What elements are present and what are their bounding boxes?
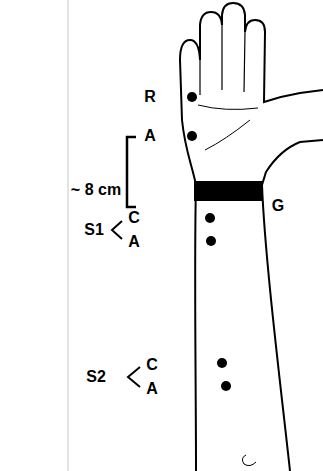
margin-line (68, 0, 69, 471)
site-label: S1 (84, 222, 104, 238)
hand-outline (180, 3, 323, 471)
electrode-label: C (128, 210, 140, 226)
electrode-label: A (128, 234, 140, 250)
electrode-label: R (144, 89, 156, 105)
group-chevron (128, 367, 140, 387)
dimension-label: ~ 8 cm (71, 182, 121, 198)
electrode-label: A (146, 381, 158, 397)
ground-label: G (272, 198, 284, 214)
palm-crease (198, 105, 258, 150)
electrode-label: A (144, 128, 156, 144)
finger-lines (200, 25, 245, 95)
electrode-label: C (146, 357, 158, 373)
electrode-dots (187, 92, 231, 391)
site-label: S2 (86, 369, 106, 385)
skin-mark (242, 455, 256, 466)
ground-band (194, 181, 263, 201)
distance-bracket (127, 137, 136, 207)
group-chevron (112, 221, 122, 239)
